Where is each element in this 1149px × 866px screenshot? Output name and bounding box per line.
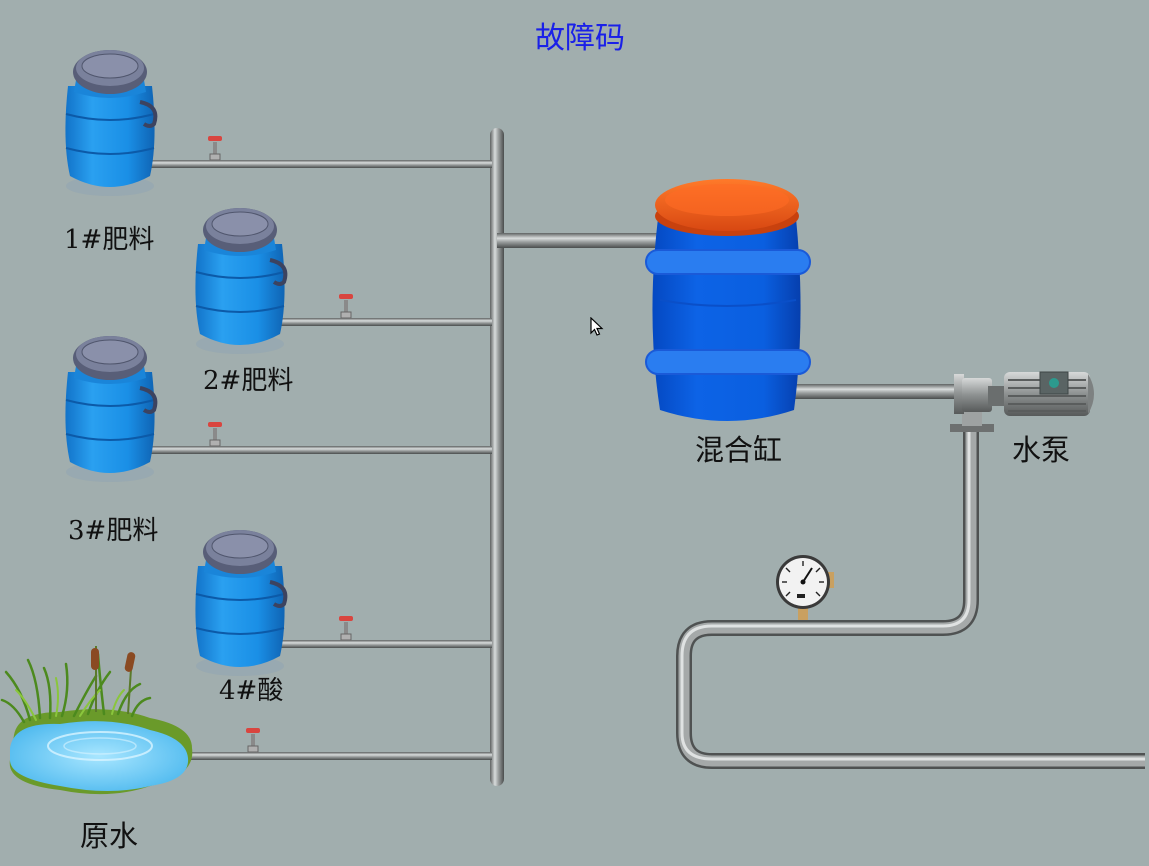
- mouse-cursor-icon: [590, 317, 604, 336]
- mixing-tank-label: 混合缸: [695, 433, 783, 467]
- fertilizer-2-label: 2#肥料: [203, 366, 294, 396]
- pipe-network: [150, 128, 1145, 786]
- acid-4-barrel-icon[interactable]: [193, 528, 288, 678]
- mixing-tank-icon[interactable]: [645, 179, 811, 421]
- water-pump-icon[interactable]: [950, 371, 1094, 432]
- pond-icon[interactable]: [0, 646, 193, 795]
- fertilizer-3-barrel-icon[interactable]: [63, 334, 158, 484]
- fertilizer-2-barrel-icon[interactable]: [193, 206, 288, 356]
- valve-icon[interactable]: [207, 421, 223, 447]
- valve-icon[interactable]: [338, 293, 354, 319]
- acid-4-label: 4#酸: [219, 676, 284, 706]
- pressure-gauge-icon[interactable]: [776, 555, 834, 620]
- raw-water-label: 原水: [80, 819, 139, 853]
- fertilizer-1-label: 1#肥料: [64, 225, 155, 255]
- fertilizer-3-label: 3#肥料: [68, 516, 159, 546]
- valve-icon[interactable]: [338, 615, 354, 641]
- fertilizer-1-barrel-icon[interactable]: [63, 48, 158, 198]
- valve-icon[interactable]: [207, 135, 223, 161]
- page-title: 故障码: [535, 21, 625, 56]
- water-pump-label: 水泵: [1012, 433, 1071, 467]
- valve-icon[interactable]: [245, 727, 261, 753]
